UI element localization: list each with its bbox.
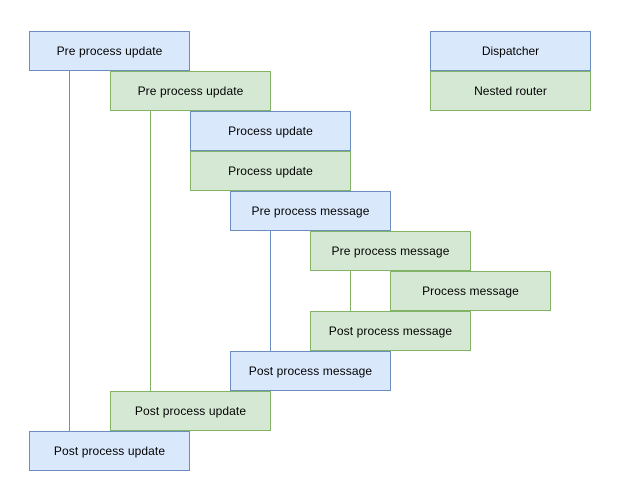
node-pre-process-update-dispatcher[interactable]: Pre process update [29,31,190,71]
node-post-process-message-nested-router[interactable]: Post process message [310,311,471,351]
node-process-message-nested-router[interactable]: Process message [390,271,551,311]
node-pre-process-update-nested-router[interactable]: Pre process update [110,71,271,111]
legend-item-nested-router[interactable]: Nested router [430,71,591,111]
node-post-process-update-nested-router[interactable]: Post process update [110,391,271,431]
node-pre-process-message-dispatcher[interactable]: Pre process message [230,191,391,231]
connector-message-dispatcher [270,231,271,351]
node-pre-process-message-nested-router[interactable]: Pre process message [310,231,471,271]
connector-message-nested-router [350,271,351,311]
connector-update-dispatcher [69,71,70,431]
node-post-process-update-dispatcher[interactable]: Post process update [29,431,190,471]
connector-update-nested-router [150,111,151,391]
legend-item-dispatcher[interactable]: Dispatcher [430,31,591,71]
node-process-update-nested-router[interactable]: Process update [190,151,351,191]
node-post-process-message-dispatcher[interactable]: Post process message [230,351,391,391]
node-process-update-dispatcher[interactable]: Process update [190,111,351,151]
